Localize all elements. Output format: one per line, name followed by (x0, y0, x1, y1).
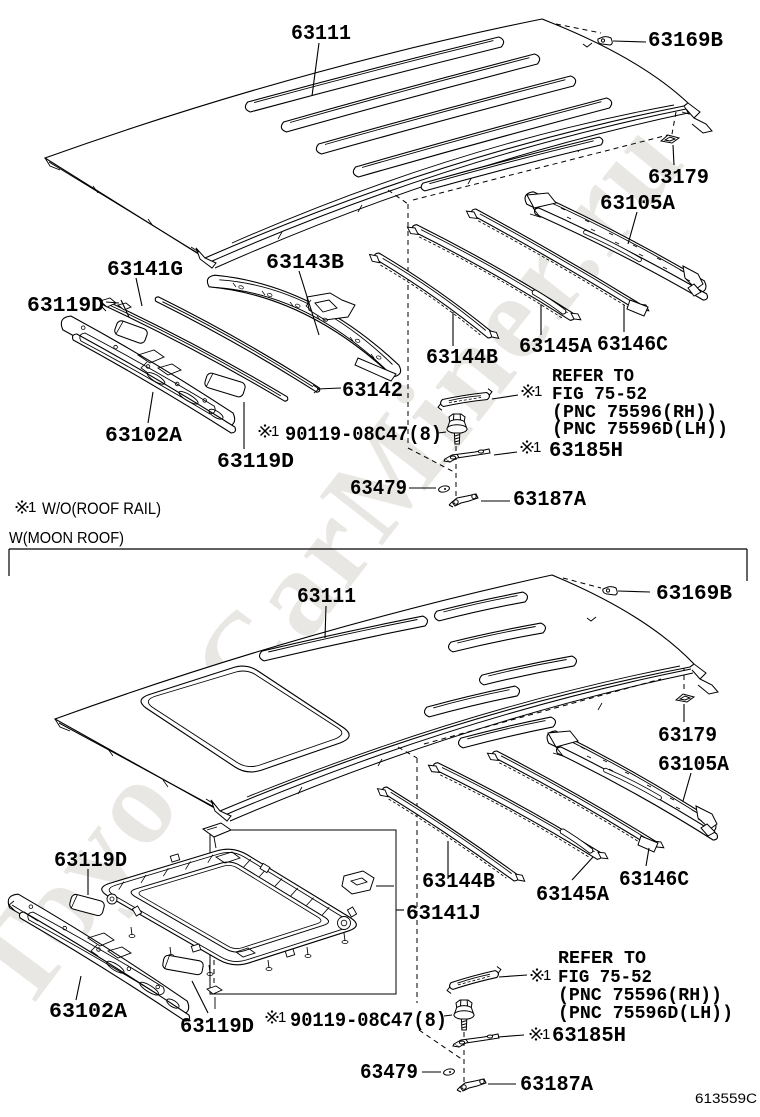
svg-text:63144B: 63144B (426, 347, 498, 370)
svg-text:63187A: 63187A (520, 1074, 593, 1097)
svg-text:90119-08C47(8): 90119-08C47(8) (290, 1010, 447, 1033)
svg-text:1: 1 (271, 423, 279, 440)
svg-text:63105A: 63105A (600, 193, 675, 216)
svg-text:63119D: 63119D (54, 850, 127, 873)
svg-text:63102A: 63102A (49, 1001, 127, 1024)
svg-text:63102A: 63102A (105, 425, 182, 448)
svg-text:63145A: 63145A (519, 336, 592, 359)
svg-text:63179: 63179 (658, 725, 717, 748)
svg-text:1: 1 (543, 967, 551, 984)
svg-text:613559C: 613559C (695, 1091, 757, 1106)
svg-text:1: 1 (278, 1009, 286, 1026)
svg-text:63141G: 63141G (107, 259, 183, 282)
svg-text:63185H: 63185H (549, 440, 623, 463)
svg-text:63143B: 63143B (266, 252, 344, 275)
svg-text:63111: 63111 (297, 586, 356, 609)
svg-text:FIG 75-52: FIG 75-52 (558, 968, 652, 988)
svg-text:63119D: 63119D (180, 1016, 254, 1039)
svg-text:63144B: 63144B (422, 871, 495, 894)
svg-text:63105A: 63105A (658, 754, 729, 777)
svg-text:63146C: 63146C (619, 869, 689, 892)
svg-text:63111: 63111 (291, 23, 351, 46)
svg-text:63142: 63142 (342, 380, 403, 403)
svg-text:63185H: 63185H (552, 1025, 626, 1048)
svg-text:(PNC 75596D(LH)): (PNC 75596D(LH)) (558, 1004, 733, 1024)
svg-text:(PNC 75596(RH)): (PNC 75596(RH)) (558, 986, 722, 1006)
svg-text:63145A: 63145A (536, 884, 609, 907)
svg-text:63141J: 63141J (406, 903, 481, 926)
svg-text:63119D: 63119D (217, 451, 294, 474)
svg-text:1: 1 (542, 1026, 550, 1043)
svg-text:REFER TO: REFER TO (558, 949, 646, 969)
svg-text:63187A: 63187A (513, 489, 586, 512)
svg-text:63479: 63479 (360, 1062, 418, 1085)
svg-text:FIG 75-52: FIG 75-52 (552, 385, 647, 405)
svg-text:1: 1 (534, 383, 542, 400)
svg-text:63119D: 63119D (27, 295, 104, 318)
svg-text:W(MOON ROOF): W(MOON ROOF) (9, 530, 124, 547)
svg-text:REFER TO: REFER TO (552, 367, 634, 387)
svg-text:63179: 63179 (648, 167, 709, 190)
svg-text:63146C: 63146C (597, 334, 668, 357)
svg-text:90119-08C47(8): 90119-08C47(8) (285, 424, 442, 447)
svg-text:63169B: 63169B (648, 30, 723, 53)
svg-text:1: 1 (533, 439, 541, 456)
svg-text:(PNC 75596D(LH)): (PNC 75596D(LH)) (552, 420, 728, 440)
svg-text:1: 1 (28, 499, 36, 516)
svg-text:W/O(ROOF RAIL): W/O(ROOF RAIL) (42, 500, 161, 518)
svg-text:63479: 63479 (350, 478, 407, 501)
svg-text:63169B: 63169B (656, 583, 732, 606)
